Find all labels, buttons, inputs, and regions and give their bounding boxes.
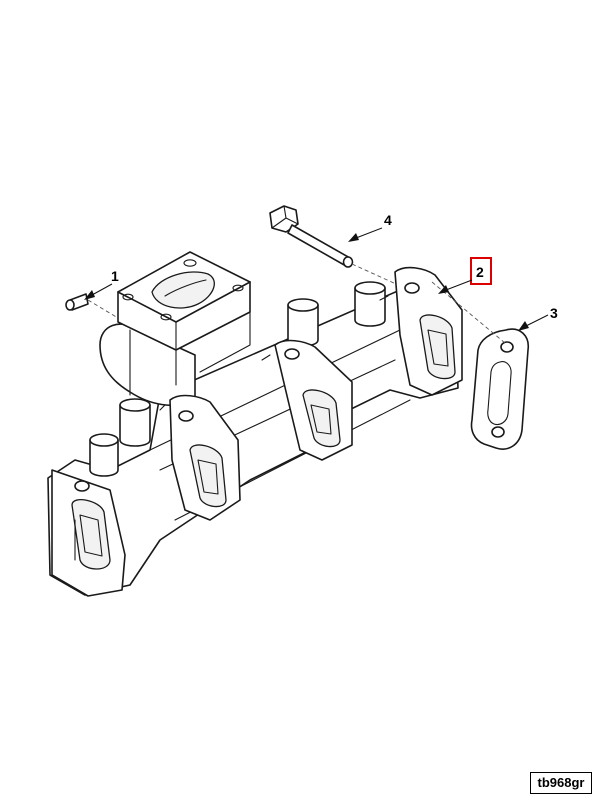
figure-id-label: tb968gr [530,772,592,794]
callout-2-highlight-box [470,257,492,285]
callout-1: 1 [84,268,119,300]
assembly-line-capscrew [351,263,397,285]
callout-4-number: 4 [384,212,392,228]
callout-2: 2 [438,257,492,294]
plug [65,293,89,311]
callout-1-number: 1 [111,268,119,284]
callout-3-number: 3 [550,305,558,321]
callout-3: 3 [518,305,558,331]
capscrew [269,205,354,268]
gasket [470,328,530,450]
callout-2-number: 2 [476,264,484,280]
callout-4: 4 [348,212,392,242]
assembly-line-plug [87,299,119,319]
exhaust-manifold [47,251,463,597]
